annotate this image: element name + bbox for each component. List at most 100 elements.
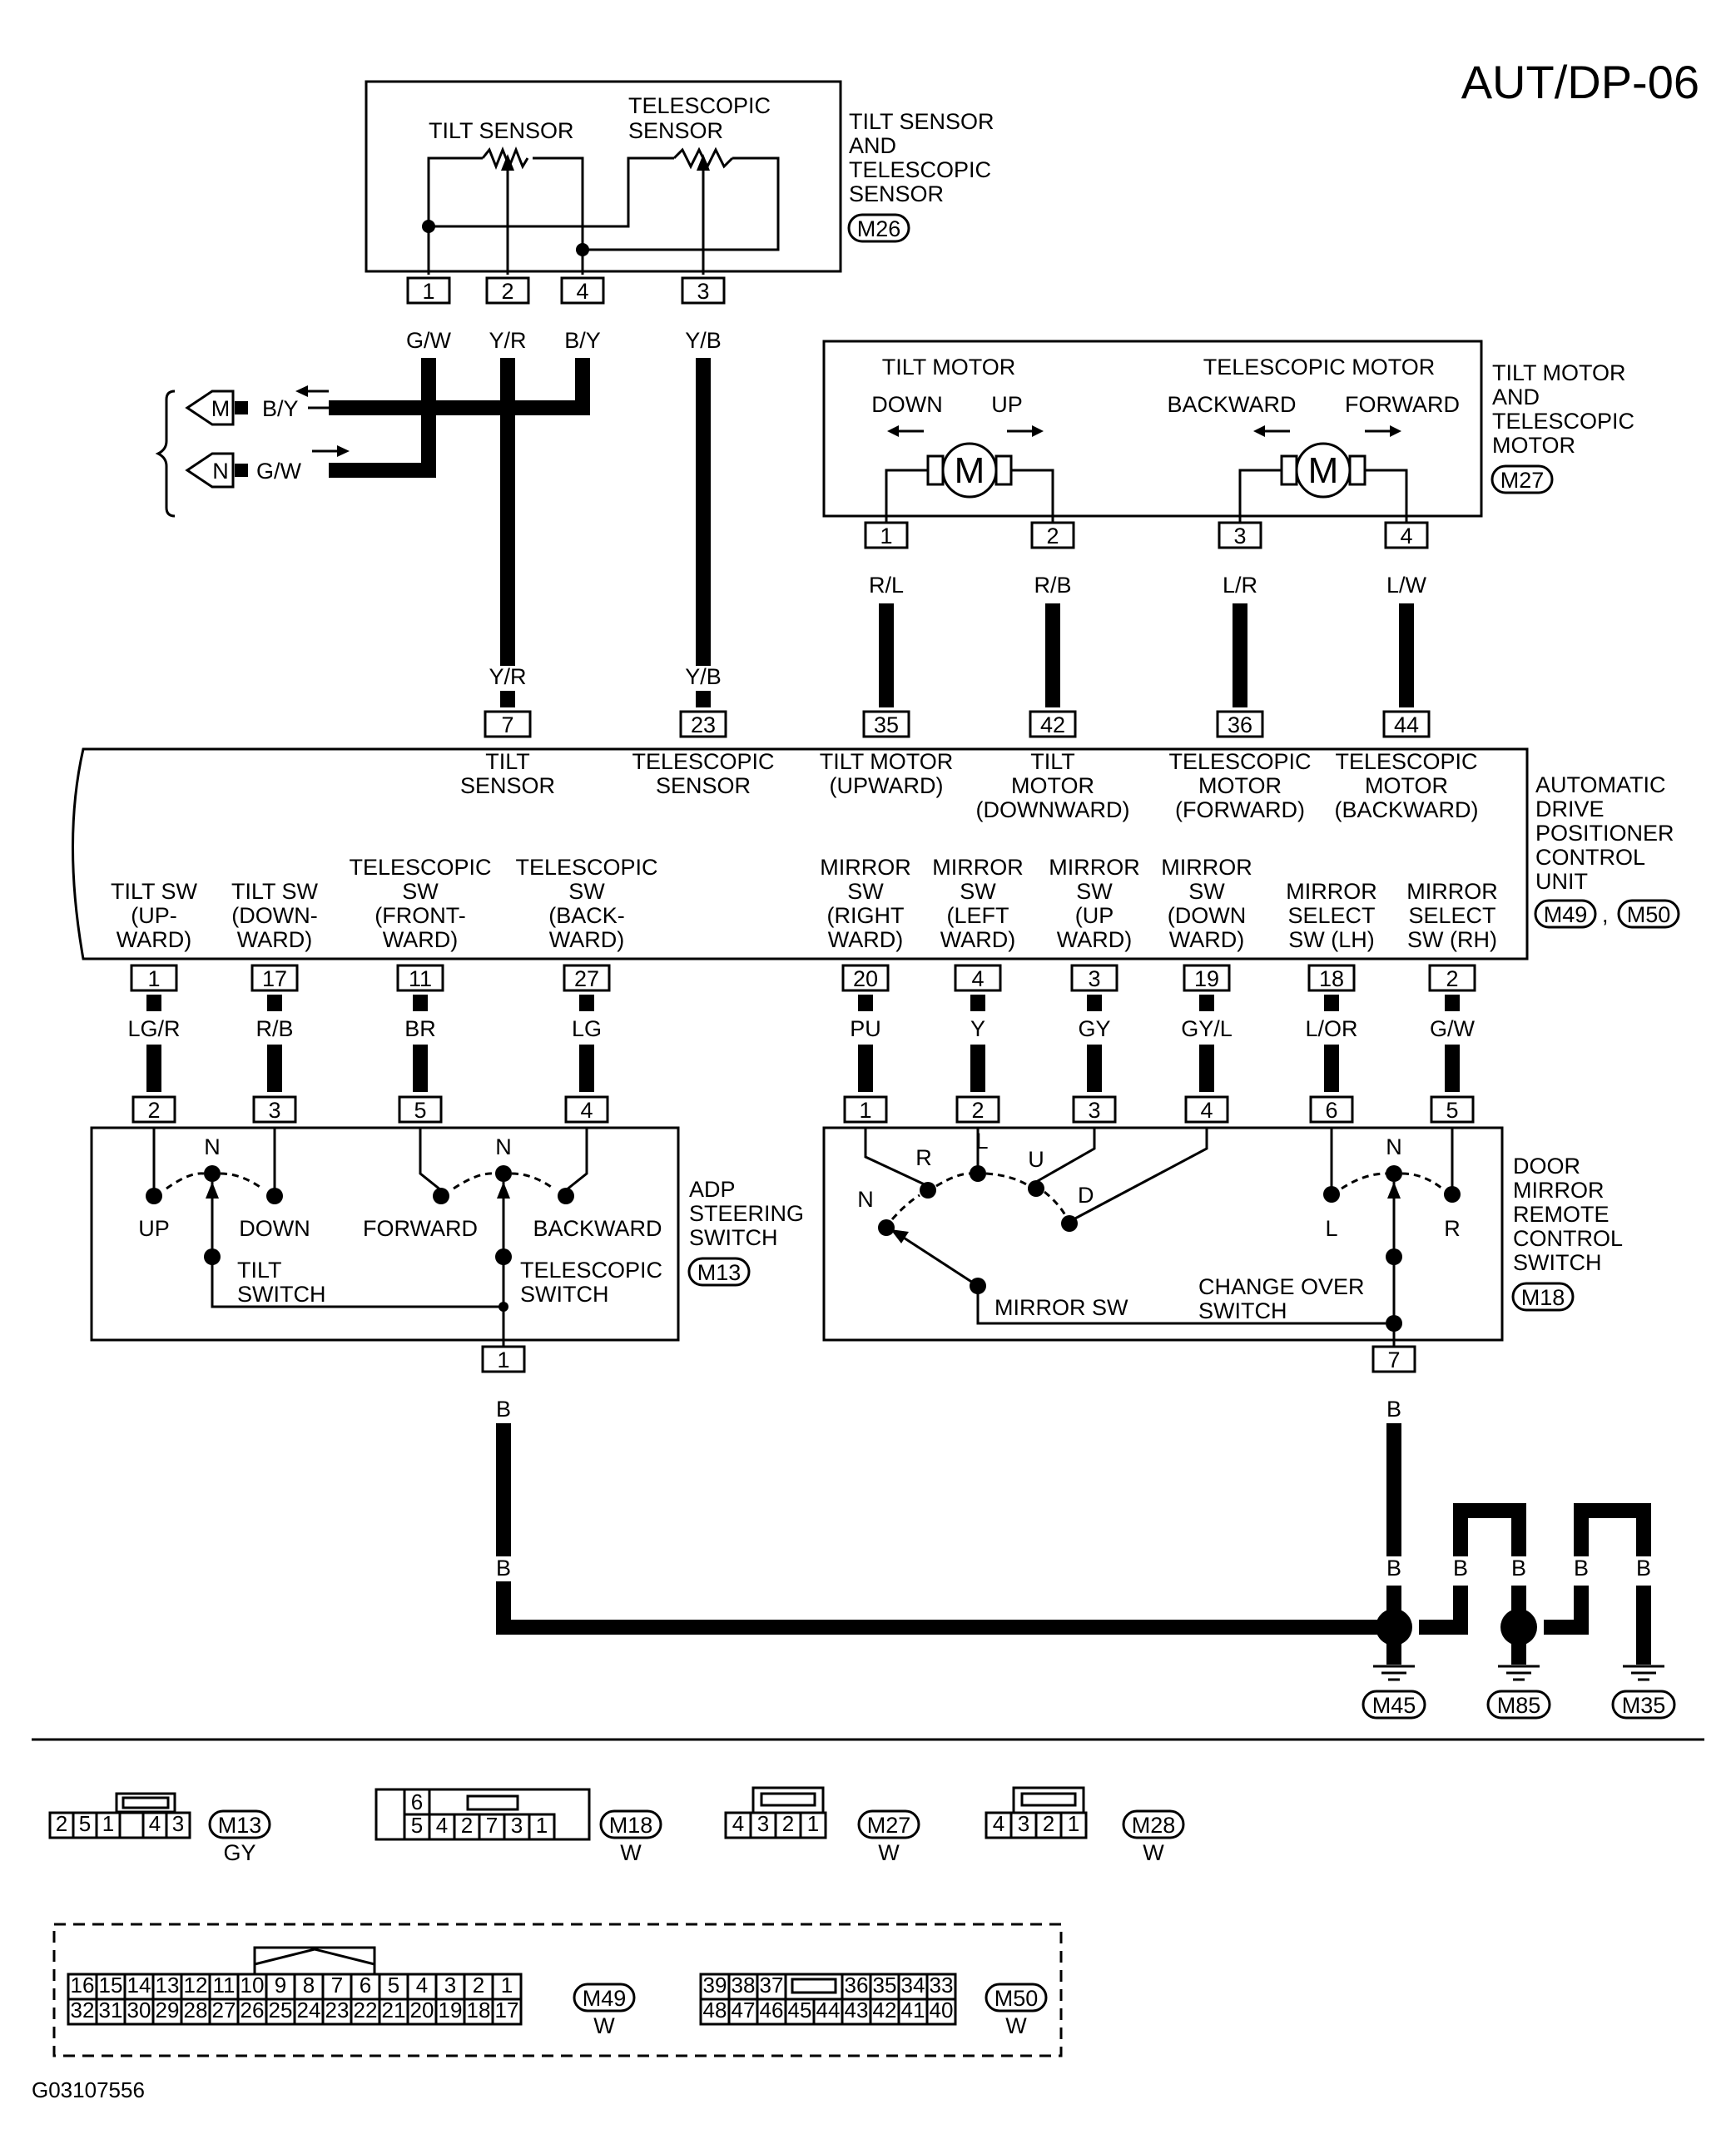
m27-pin-3: 3 xyxy=(1233,524,1246,548)
cu-bottom-pin-box xyxy=(1307,964,1356,992)
mirror-title-5: SWITCH xyxy=(1513,1250,1601,1275)
dir-backward-label: BACKWARD xyxy=(1167,392,1296,417)
cu-pin-19-label: SW xyxy=(1188,879,1225,904)
sensor-title-1: TILT SENSOR xyxy=(849,109,994,134)
m27-pin-4: 4 xyxy=(1400,524,1412,548)
ground-wire-b-3: B xyxy=(1453,1556,1468,1581)
m49-face-badge: M49 xyxy=(583,1986,627,2011)
m49-cell-29: 29 xyxy=(156,1998,180,2022)
cu-pin-18-label: SW (LH) xyxy=(1288,927,1375,952)
wire-lw: L/W xyxy=(1386,573,1427,598)
cu-title-4: CONTROL xyxy=(1535,845,1645,870)
wire-rb: R/B xyxy=(255,1016,293,1041)
m26-pin-4: 4 xyxy=(576,279,588,304)
cu-pin-3-label: MIRROR xyxy=(1049,855,1140,880)
cu-pin-42-label: TILT xyxy=(1030,749,1075,774)
page-code: AUT/DP-06 xyxy=(1461,56,1699,108)
wire-yb-sensor: Y/B xyxy=(685,328,722,353)
off-page-m-symbol: M xyxy=(211,396,231,421)
cu-top-pin-box xyxy=(679,710,727,738)
m13-cell-4: 4 xyxy=(149,1811,161,1836)
changeover-l-label: L xyxy=(1325,1216,1337,1241)
m49-connector-badge: M49 xyxy=(1544,902,1588,927)
ground-wire-b-5: B xyxy=(1574,1556,1589,1581)
cu-bottom-pin-box xyxy=(841,964,890,992)
cu-title-2: DRIVE xyxy=(1535,797,1605,821)
cu-pin-44-label: MOTOR xyxy=(1365,773,1448,798)
tele-switch-label-2: SWITCH xyxy=(520,1282,608,1307)
cu-top-pin-box xyxy=(862,710,910,738)
cu-pin-20-label: WARD) xyxy=(828,927,903,952)
changeover-r-label: R xyxy=(1444,1216,1461,1241)
m18-cell-3: 3 xyxy=(511,1813,523,1838)
wire-pu: PU xyxy=(850,1016,881,1041)
m26-pin-3: 3 xyxy=(697,279,709,304)
wire-y: Y xyxy=(970,1016,985,1041)
cu-pin-27-label: SW xyxy=(568,879,605,904)
m13-cell-2: 2 xyxy=(56,1811,67,1836)
motor-title-4: MOTOR xyxy=(1492,433,1575,458)
m49-cell-7: 7 xyxy=(331,1973,343,1998)
m26-pin-2: 2 xyxy=(501,279,513,304)
cu-pin-2: 2 xyxy=(1446,966,1458,991)
down-label: DOWN xyxy=(239,1216,310,1241)
m49-cell-22: 22 xyxy=(354,1998,378,2022)
m27-pin-1: 1 xyxy=(880,524,892,548)
m28-face-badge: M28 xyxy=(1132,1813,1176,1838)
m18-cell-2: 2 xyxy=(461,1813,473,1838)
m27-face-badge: M27 xyxy=(867,1813,911,1838)
changeover-label-1: CHANGE OVER xyxy=(1198,1274,1365,1299)
m50-cell-46: 46 xyxy=(760,1998,784,2022)
m50-cell-45: 45 xyxy=(788,1998,812,2022)
m26-connector-badge: M26 xyxy=(857,216,901,241)
control-unit-box xyxy=(72,747,1529,960)
cu-pin-7: 7 xyxy=(501,712,513,737)
cu-pin-11-label: TELESCOPIC xyxy=(349,855,491,880)
m50-color: W xyxy=(1005,2013,1027,2038)
cu-pin-4-label: MIRROR xyxy=(932,855,1024,880)
m13-cell-5: 5 xyxy=(79,1811,91,1836)
cu-pin-42: 42 xyxy=(1040,712,1065,737)
m50-cell-37: 37 xyxy=(760,1973,784,1998)
ground-wire-b-2: B xyxy=(1386,1556,1401,1581)
wire-gy: GY xyxy=(1078,1016,1110,1041)
m18-cell-7: 7 xyxy=(486,1813,498,1838)
m18-pin-3: 3 xyxy=(1088,1098,1100,1123)
mirror-d-label: D xyxy=(1078,1183,1094,1208)
m49-cell-19: 19 xyxy=(439,1998,463,2022)
m13-pin-5: 5 xyxy=(414,1098,426,1123)
m49-cell-21: 21 xyxy=(382,1998,406,2022)
m49-cell-18: 18 xyxy=(467,1998,491,2022)
cu-pin-19-label: MIRROR xyxy=(1161,855,1252,880)
m13-cell-3: 3 xyxy=(172,1811,184,1836)
m28-cell-3: 3 xyxy=(1018,1811,1029,1836)
m50-cell-38: 38 xyxy=(732,1973,756,1998)
cu-pin-7-label: TILT xyxy=(485,749,530,774)
cu-pin-23-label: SENSOR xyxy=(656,773,751,798)
ground-wire-b-4: B xyxy=(1511,1556,1526,1581)
cu-bottom-pin-box xyxy=(130,964,178,992)
changeover-n-label: N xyxy=(1386,1134,1402,1159)
tilt-motor-label: TILT MOTOR xyxy=(882,355,1016,380)
m13-pin-1: 1 xyxy=(497,1347,509,1372)
m49-cell-26: 26 xyxy=(241,1998,265,2022)
m50-cell-47: 47 xyxy=(732,1998,756,2022)
m50-cell-36: 36 xyxy=(845,1973,869,1998)
cu-bottom-pin-box xyxy=(563,964,611,992)
wire-lor: L/OR xyxy=(1305,1016,1357,1041)
tele-neutral-label: N xyxy=(495,1134,512,1159)
adp-title-3: SWITCH xyxy=(689,1225,777,1250)
wire-lr: L/R xyxy=(1223,573,1257,598)
ground-m35: M35 xyxy=(1622,1693,1666,1718)
m49-cell-24: 24 xyxy=(297,1998,321,2022)
up-label: UP xyxy=(138,1216,170,1241)
forward-label: FORWARD xyxy=(363,1216,478,1241)
m50-cell-39: 39 xyxy=(703,1973,727,1998)
adp-title-1: ADP xyxy=(689,1177,736,1202)
dir-forward-label: FORWARD xyxy=(1345,392,1460,417)
m18-pin-1: 1 xyxy=(859,1098,871,1123)
sensor-unit-box xyxy=(365,80,842,273)
